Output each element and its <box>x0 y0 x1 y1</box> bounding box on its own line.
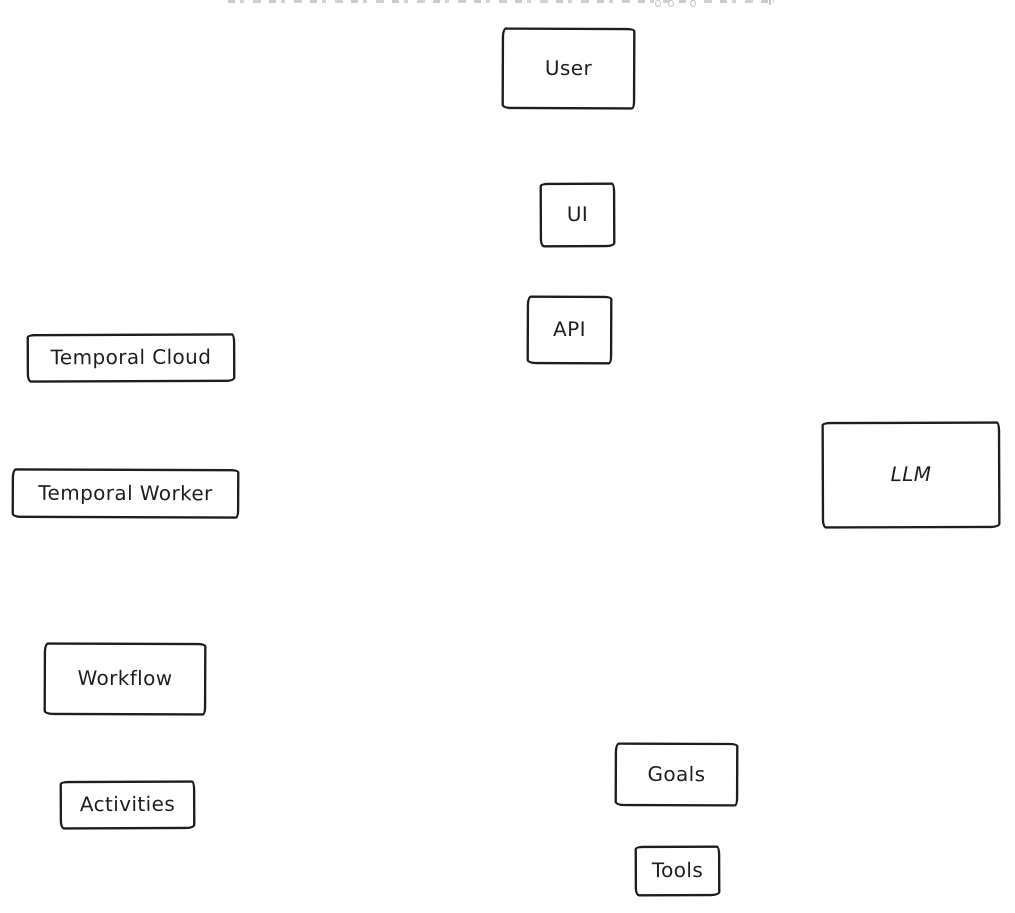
node-label-goals: Goals <box>647 761 706 786</box>
node-label-activities: Activities <box>79 791 176 817</box>
node-label-user: User <box>544 55 593 80</box>
node-label-llm: LLM <box>890 461 932 487</box>
node-user[interactable]: User <box>501 27 636 110</box>
node-label-temporal-worker: Temporal Worker <box>38 480 213 505</box>
node-ui[interactable]: UI <box>539 182 616 248</box>
node-workflow[interactable]: Workflow <box>43 642 207 716</box>
clipped-caption-descender <box>690 0 696 7</box>
node-label-temporal-cloud: Temporal Cloud <box>50 344 212 370</box>
clipped-caption-descender <box>668 0 674 7</box>
node-llm[interactable]: LLM <box>821 421 1001 529</box>
node-label-api: API <box>553 316 586 342</box>
node-tools[interactable]: Tools <box>634 845 721 897</box>
clipped-caption-fragments <box>228 0 774 8</box>
clipped-caption-strip <box>228 0 774 3</box>
clipped-caption-descender <box>655 0 661 7</box>
node-api[interactable]: API <box>526 295 613 365</box>
node-label-workflow: Workflow <box>77 665 173 691</box>
clipped-caption-tick <box>769 0 771 5</box>
node-label-tools: Tools <box>651 857 704 883</box>
node-temporal-worker[interactable]: Temporal Worker <box>11 468 240 519</box>
node-temporal-cloud[interactable]: Temporal Cloud <box>26 333 236 383</box>
node-activities[interactable]: Activities <box>59 780 196 830</box>
node-goals[interactable]: Goals <box>614 742 739 807</box>
node-label-ui: UI <box>566 201 589 227</box>
